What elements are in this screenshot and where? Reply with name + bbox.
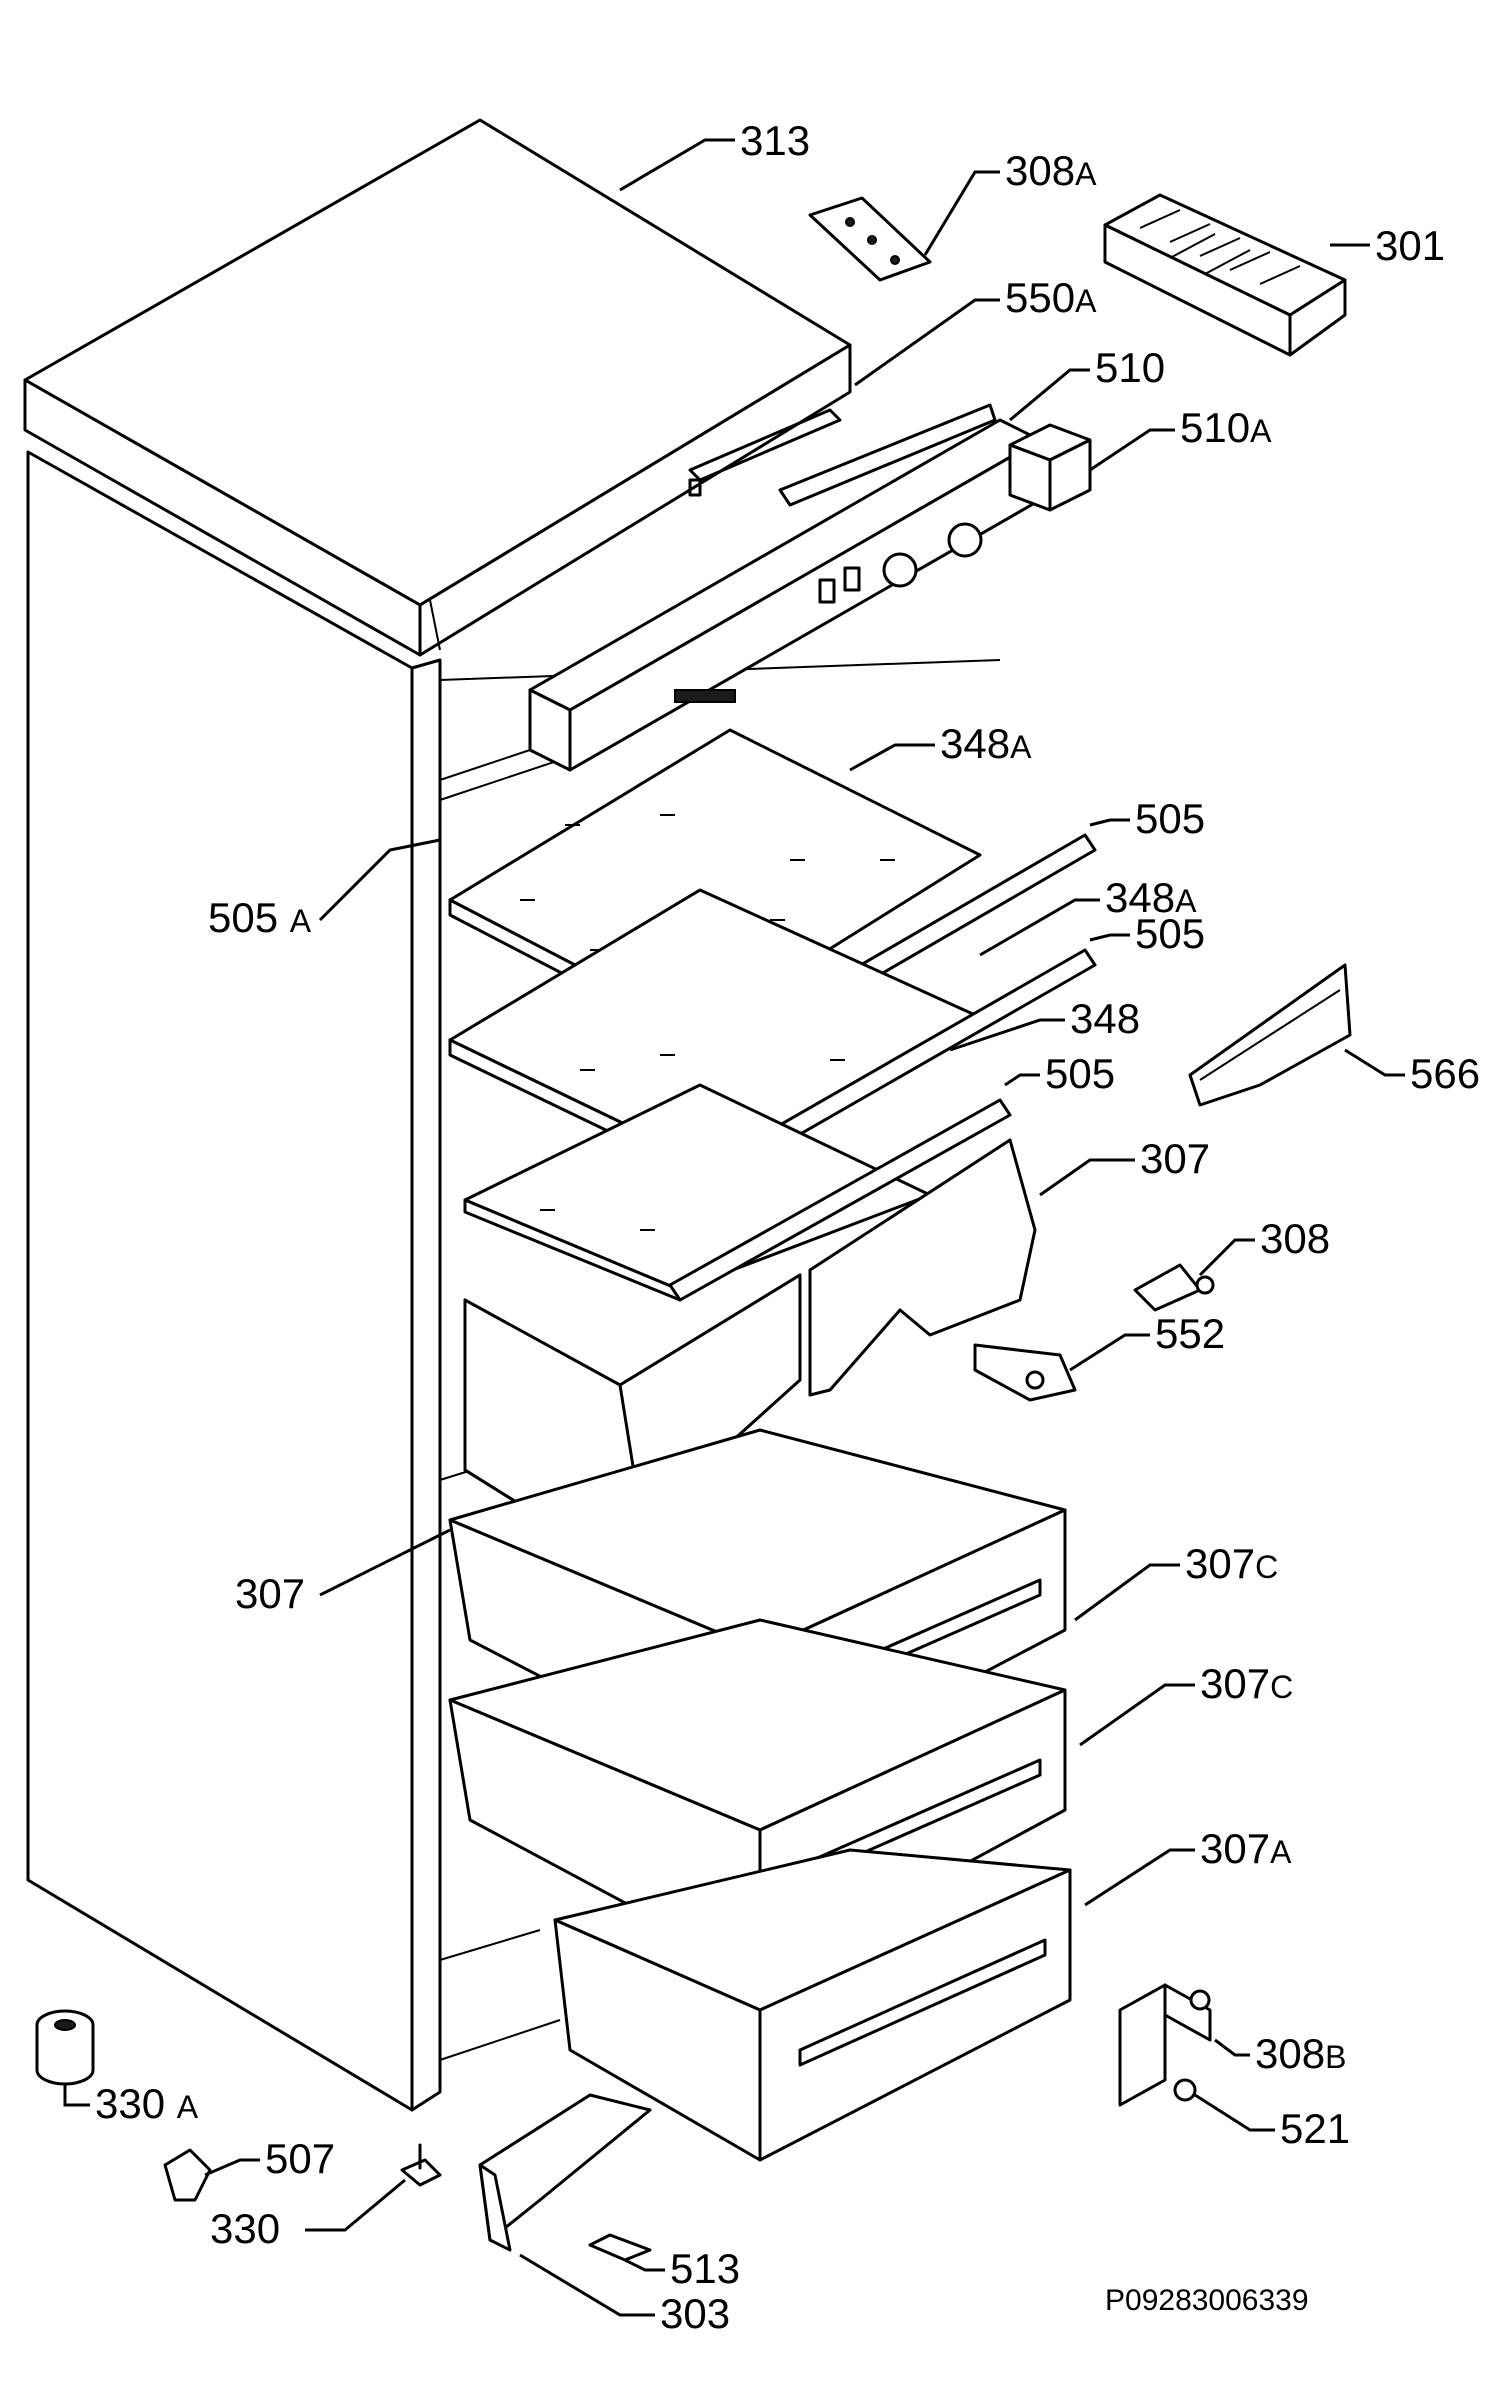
callout-307-left: 307 <box>235 1570 305 1617</box>
control-light-box-510a <box>1008 423 1092 512</box>
hinge-bracket-308a <box>808 196 932 282</box>
door-bin-307-right <box>808 1138 1037 1397</box>
screw-521 <box>1173 2078 1197 2102</box>
callout-labels: 313 308A 301 550A 510 510A 348A 505 505 … <box>95 117 1480 2337</box>
callout-505-lower: 505 <box>1045 1050 1115 1097</box>
callout-550a: 550A <box>1005 274 1097 321</box>
frame-550a <box>688 408 842 497</box>
freezer-drawer-307a <box>553 1848 1072 2162</box>
hinge-308 <box>1133 1263 1215 1312</box>
drawing-reference-number: P09283006339 <box>1105 2284 1309 2317</box>
kick-plate-303 <box>478 2093 652 2252</box>
foot-330a <box>35 2009 95 2086</box>
callout-513: 513 <box>670 2245 740 2292</box>
adjustable-foot-330 <box>400 2143 442 2187</box>
divider-566 <box>1188 963 1352 1107</box>
callout-308a: 308A <box>1005 147 1097 194</box>
callout-348: 348 <box>1070 995 1140 1042</box>
callout-308: 308 <box>1260 1215 1330 1262</box>
rail-552 <box>973 1343 1077 1402</box>
callout-330a: 330 A <box>95 2080 199 2127</box>
clip-507 <box>163 2148 212 2202</box>
callout-510: 510 <box>1095 344 1165 391</box>
callout-552: 552 <box>1155 1310 1225 1357</box>
ice-tray-301 <box>1103 193 1347 357</box>
callout-313: 313 <box>740 117 810 164</box>
callout-307a: 307A <box>1200 1825 1292 1872</box>
leader-lines <box>63 138 1405 2317</box>
callout-505-middle: 505 <box>1135 910 1205 957</box>
callout-303: 303 <box>660 2290 730 2337</box>
top-cover-313 <box>23 118 852 657</box>
cover-513 <box>588 2233 652 2262</box>
hinge-308b <box>1118 1983 1212 2107</box>
callout-307c-lower: 307C <box>1200 1660 1293 1707</box>
callout-348a-middle: 348A <box>1105 874 1197 921</box>
callout-307-upper: 307 <box>1140 1135 1210 1182</box>
callout-330: 330 <box>210 2205 280 2252</box>
callout-505-upper: 505 <box>1135 795 1205 842</box>
callout-505a: 505 A <box>208 894 312 941</box>
cabinet-body <box>26 450 1001 2112</box>
callout-510a: 510A <box>1180 404 1272 451</box>
callout-521: 521 <box>1280 2105 1350 2152</box>
callout-348a-upper: 348A <box>940 720 1032 767</box>
callout-566: 566 <box>1410 1050 1480 1097</box>
callout-308b: 308B <box>1255 2030 1346 2077</box>
callout-507: 507 <box>265 2135 335 2182</box>
shelf-edge-trim-505-lower <box>668 1098 1012 1302</box>
callout-301: 301 <box>1375 222 1445 269</box>
callout-307c-upper: 307C <box>1185 1540 1278 1587</box>
